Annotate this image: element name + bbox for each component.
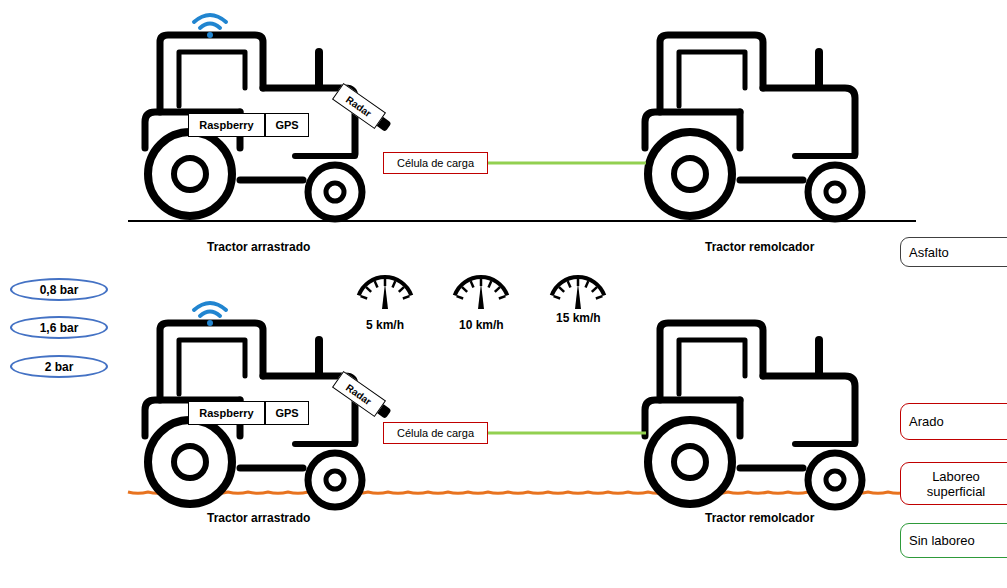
gauge-tick — [554, 296, 561, 298]
node-text: Radar — [344, 381, 374, 406]
gauge-tick — [596, 296, 603, 298]
speed-label: 5 km/h — [366, 318, 404, 332]
radar-box: Radar — [332, 83, 386, 129]
speed-label: 15 km/h — [556, 311, 601, 325]
gauge-tick — [393, 281, 396, 287]
node-text: Laboreo superficial — [909, 469, 1003, 499]
speed-label: 10 km/h — [459, 318, 504, 332]
component-box: Raspberry — [188, 113, 265, 137]
surface-box: Asfalto — [900, 237, 1007, 267]
gauge-tick — [489, 281, 492, 287]
load-cell-box: Célula de carga — [383, 152, 488, 174]
pressure-oval: 0,8 bar — [10, 278, 108, 301]
node-text: 1,6 bar — [40, 321, 79, 335]
load-cell-box: Célula de carga — [383, 422, 488, 444]
node-text: Sin laboreo — [909, 533, 975, 548]
component-box: Raspberry — [188, 401, 265, 425]
node-text: Célula de carga — [397, 427, 474, 439]
pressure-oval: 2 bar — [10, 355, 108, 378]
component-box: GPS — [265, 401, 309, 425]
gauge-tick — [495, 287, 500, 292]
tillage-box: Sin laboreo — [900, 523, 1007, 558]
tractor-label: Tractor remolcador — [705, 240, 814, 254]
component-box: GPS — [265, 113, 309, 137]
radar-box: Radar — [332, 371, 386, 417]
gauge-tick — [399, 287, 404, 292]
tractor-label: Tractor arrastrado — [207, 511, 310, 525]
pressure-oval: 1,6 bar — [10, 316, 108, 339]
tractor-label: Tractor arrastrado — [207, 240, 310, 254]
gauge-needle — [382, 283, 388, 309]
gauge-tick — [586, 281, 589, 287]
gauge-tick — [366, 287, 371, 292]
node-text: Célula de carga — [397, 157, 474, 169]
tillage-box: Laboreo superficial — [900, 462, 1007, 505]
node-text: GPS — [275, 407, 298, 419]
node-text: GPS — [275, 119, 298, 131]
node-text: Arado — [909, 414, 944, 429]
node-text: 0,8 bar — [40, 283, 79, 297]
gauge-tick — [403, 296, 410, 298]
gauge-needle — [478, 283, 484, 309]
gauge-tick — [471, 281, 474, 287]
gauge-tick — [361, 296, 368, 298]
gauge-needle — [575, 283, 581, 309]
node-text: Raspberry — [199, 119, 253, 131]
node-text: Raspberry — [199, 407, 253, 419]
gauge-tick — [559, 287, 564, 292]
node-text: 2 bar — [45, 360, 74, 374]
node-text: Radar — [344, 93, 374, 118]
gauge-tick — [499, 296, 506, 298]
tractor-label: Tractor remolcador — [705, 511, 814, 525]
gauge-tick — [457, 296, 464, 298]
node-text: Asfalto — [909, 245, 949, 260]
tillage-box: Arado — [900, 403, 1007, 440]
gauge-tick — [592, 287, 597, 292]
gauge-tick — [462, 287, 467, 292]
gauge-tick — [375, 281, 378, 287]
gauge-tick — [568, 281, 571, 287]
